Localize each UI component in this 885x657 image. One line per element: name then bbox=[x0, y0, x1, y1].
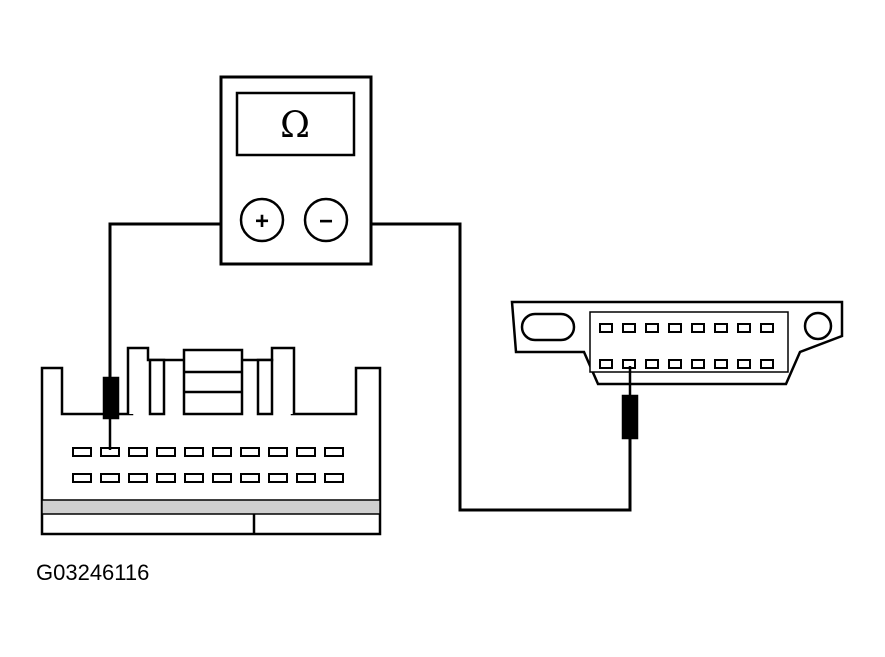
pin-cavity bbox=[760, 359, 774, 369]
test-leads bbox=[108, 222, 632, 512]
dlc-mount-hole-right bbox=[803, 311, 833, 341]
dlc-pins bbox=[599, 323, 774, 369]
pin-cavity bbox=[72, 447, 92, 457]
pin-cavity bbox=[296, 447, 316, 457]
pin-cavity bbox=[668, 323, 682, 333]
latch-arm-left bbox=[148, 358, 166, 416]
pin-cavity bbox=[760, 323, 774, 333]
pin-cavity bbox=[156, 473, 176, 483]
positive-terminal bbox=[239, 197, 285, 243]
module-connector bbox=[40, 346, 382, 536]
pin-cavity bbox=[128, 447, 148, 457]
latch-tab bbox=[182, 348, 244, 416]
probe-tip-right bbox=[621, 394, 639, 440]
figure-id: G03246116 bbox=[36, 560, 150, 585]
pin-cavity bbox=[622, 323, 636, 333]
pin-cavity bbox=[324, 447, 344, 457]
ohmmeter: Ω + − bbox=[219, 75, 373, 266]
pin-cavity bbox=[691, 323, 705, 333]
negative-terminal bbox=[303, 197, 349, 243]
dlc-mount-ear-left bbox=[520, 312, 576, 342]
pin-cavity bbox=[156, 447, 176, 457]
pin-cavity bbox=[184, 473, 204, 483]
pin-cavity bbox=[268, 447, 288, 457]
probe-tip-left bbox=[102, 376, 120, 420]
pin-cavity bbox=[714, 359, 728, 369]
negative-lead-wire bbox=[350, 222, 632, 512]
positive-lead-wire bbox=[108, 222, 240, 380]
latch-arm-right bbox=[256, 358, 274, 416]
pin-cavity bbox=[714, 323, 728, 333]
pin-cavity bbox=[737, 359, 751, 369]
pin-cavity bbox=[737, 323, 751, 333]
pin-cavity bbox=[240, 473, 260, 483]
pin-cavity bbox=[212, 447, 232, 457]
dlc-pin-field bbox=[589, 311, 789, 373]
diagnostic-connector bbox=[510, 300, 844, 440]
meter-display bbox=[235, 91, 356, 157]
pin-cavity bbox=[128, 473, 148, 483]
connector-base-band bbox=[41, 499, 381, 515]
pin-cavity bbox=[668, 359, 682, 369]
pin-cavity bbox=[645, 323, 659, 333]
pin-cavity bbox=[645, 359, 659, 369]
connector-pins bbox=[72, 447, 344, 483]
negative-terminal-label: − bbox=[319, 208, 333, 235]
pin-cavity bbox=[212, 473, 232, 483]
pin-cavity bbox=[324, 473, 344, 483]
ohm-symbol: Ω bbox=[280, 105, 310, 146]
pin-cavity bbox=[691, 359, 705, 369]
pin-cavity bbox=[296, 473, 316, 483]
pin-cavity bbox=[184, 447, 204, 457]
pin-cavity bbox=[268, 473, 288, 483]
positive-terminal-label: + bbox=[255, 208, 269, 235]
pin-cavity bbox=[72, 473, 92, 483]
pin-cavity bbox=[599, 323, 613, 333]
pin-cavity bbox=[240, 447, 260, 457]
pin-cavity bbox=[599, 359, 613, 369]
pin-cavity bbox=[100, 473, 120, 483]
